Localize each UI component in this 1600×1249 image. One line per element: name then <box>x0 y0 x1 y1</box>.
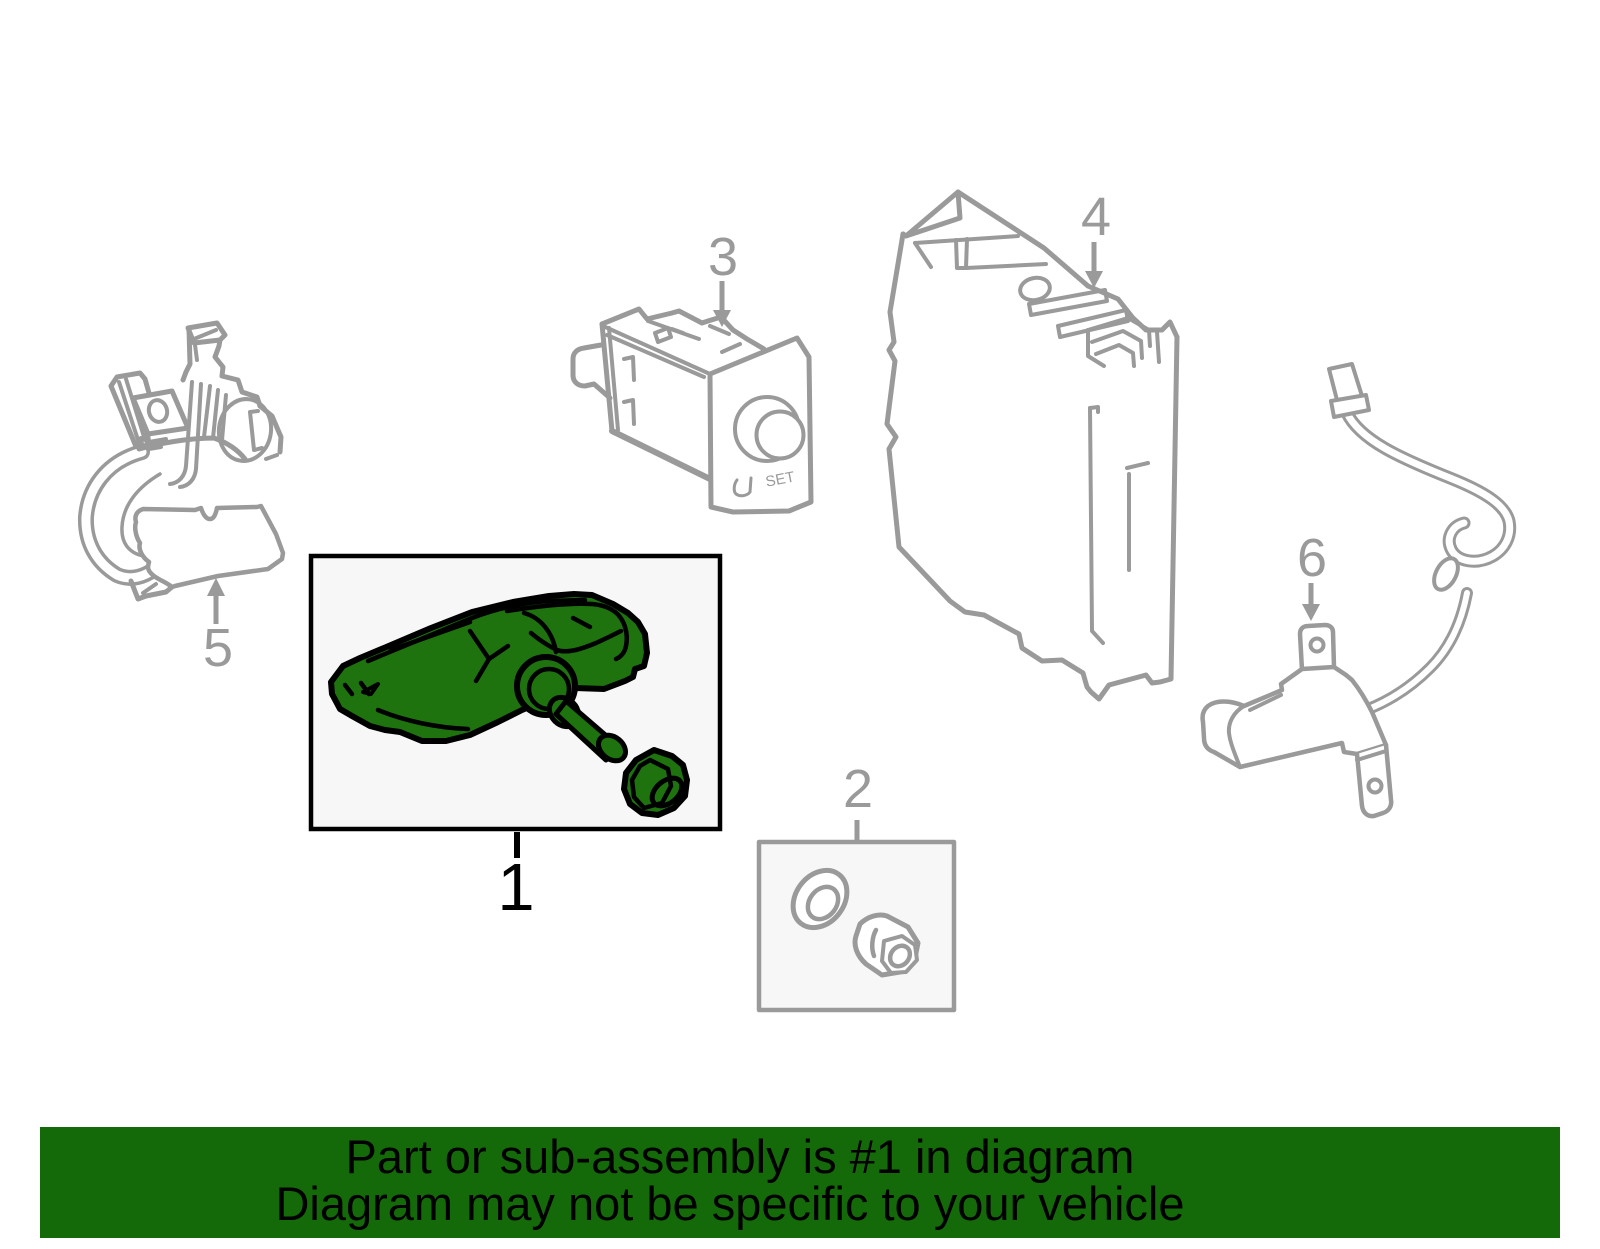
svg-text:Diagram may not be specific to: Diagram may not be specific to your vehi… <box>275 1177 1184 1230</box>
svg-text:1: 1 <box>497 850 534 925</box>
svg-text:6: 6 <box>1297 528 1327 588</box>
svg-text:2: 2 <box>843 759 873 819</box>
svg-text:5: 5 <box>203 618 233 678</box>
svg-text:Part or sub-assembly is #1 in: Part or sub-assembly is #1 in diagram <box>346 1130 1135 1183</box>
svg-text:4: 4 <box>1081 187 1111 247</box>
svg-text:3: 3 <box>708 227 738 287</box>
svg-text:SET: SET <box>764 468 796 490</box>
